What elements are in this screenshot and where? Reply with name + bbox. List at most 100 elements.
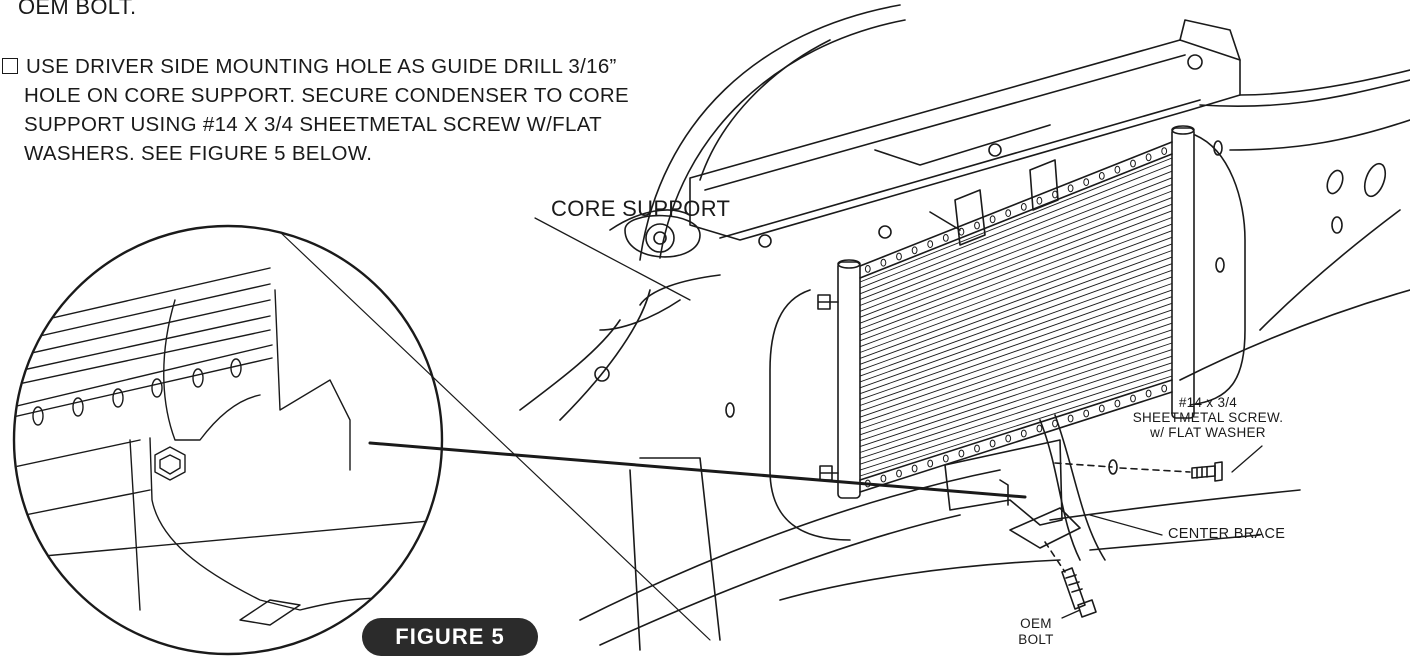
screw-label-line-2: SHEETMETAL SCREW. <box>1132 410 1284 425</box>
condenser-fin <box>859 263 1173 377</box>
condenser-fin <box>859 269 1173 383</box>
rail-hole <box>896 252 902 261</box>
condenser-fin <box>859 256 1173 371</box>
condenser-fin <box>859 223 1173 342</box>
condenser-fin <box>859 355 1173 459</box>
rail-hole <box>1130 394 1136 403</box>
rail-hole <box>989 215 996 224</box>
condenser-fin <box>859 183 1173 306</box>
rail-hole <box>974 444 980 453</box>
rail-hole <box>958 227 965 236</box>
rail-hole <box>927 240 934 249</box>
rail-hole <box>911 246 918 255</box>
condenser-fin <box>859 236 1173 353</box>
oem-bolt-icon <box>1061 567 1097 618</box>
condenser-core <box>817 125 1195 499</box>
condenser-fin <box>859 230 1173 348</box>
rail-hole <box>911 464 918 473</box>
condenser-fin <box>859 164 1173 289</box>
instruction-line-2: HOLE ON CORE SUPPORT. SECURE CONDENSER T… <box>24 84 629 107</box>
rail-hole <box>1114 399 1121 408</box>
condenser-fin <box>859 177 1173 301</box>
center-brace-label: CENTER BRACE <box>1168 526 1286 542</box>
rail-hole <box>958 449 965 458</box>
rail-hole <box>880 258 887 267</box>
rail-hole <box>1130 159 1136 168</box>
rail-hole <box>1005 209 1012 218</box>
rail-hole <box>1020 203 1027 211</box>
condenser-fin <box>859 210 1173 330</box>
rail-hole <box>942 454 949 463</box>
rail-hole <box>1083 178 1090 187</box>
instruction-line-1-text: USE DRIVER SIDE MOUNTING HOLE AS GUIDE D… <box>26 55 617 78</box>
condenser-fin <box>859 243 1173 359</box>
condenser-fin <box>859 322 1173 430</box>
rail-hole <box>974 221 980 230</box>
rail-hole <box>1098 172 1105 180</box>
condenser-fin <box>859 362 1173 465</box>
condenser-fin <box>859 289 1173 401</box>
center-brace <box>944 414 1106 561</box>
sheetmetal-screw-icon <box>1191 461 1223 482</box>
rail-hole <box>1161 384 1168 393</box>
condenser-fin <box>859 309 1173 418</box>
instruction-line-1: USE DRIVER SIDE MOUNTING HOLE AS GUIDE D… <box>0 52 616 81</box>
condenser-fin <box>859 250 1173 365</box>
condenser-fin <box>859 296 1173 406</box>
washer-icon <box>1108 459 1118 475</box>
core-support-label: CORE SUPPORT <box>551 196 731 221</box>
leader-lines <box>279 217 1263 641</box>
rail-hole <box>1067 414 1074 423</box>
rail-hole <box>927 459 934 468</box>
condenser-fin <box>859 342 1173 448</box>
condenser-fin <box>859 217 1173 336</box>
rail-hole <box>1114 165 1121 174</box>
rail-hole <box>864 265 871 273</box>
condenser-fin <box>859 197 1173 318</box>
condenser-fin <box>859 170 1173 295</box>
rail-hole <box>1036 424 1043 433</box>
instruction-line-4: WASHERS. SEE FIGURE 5 BELOW. <box>24 142 373 165</box>
detail-magnifier <box>12 224 444 656</box>
rail-hole <box>896 469 902 478</box>
condenser-fin <box>859 203 1173 324</box>
oem-bolt-line-1: OEM <box>1020 616 1052 631</box>
checkbox-icon[interactable] <box>2 58 18 74</box>
rail-hole <box>1161 147 1168 156</box>
condenser-fin <box>859 335 1173 442</box>
condenser-fin <box>859 329 1173 436</box>
previous-step-text-fragment: OEM BOLT. <box>18 0 137 19</box>
figure-badge: FIGURE 5 <box>362 618 538 656</box>
condenser-fin <box>859 157 1173 283</box>
rail-hole <box>1098 404 1105 413</box>
condenser-fin <box>859 316 1173 424</box>
rail-hole <box>1145 153 1152 162</box>
screw-label-line-1: #14 x 3/4 <box>1178 395 1238 410</box>
instruction-step: USE DRIVER SIDE MOUNTING HOLE AS GUIDE D… <box>0 52 629 168</box>
condenser-fin <box>859 368 1173 471</box>
condenser-fin <box>859 283 1173 395</box>
rail-hole <box>1020 429 1027 438</box>
oem-bolt-line-2: BOLT <box>1018 632 1054 647</box>
rail-hole <box>989 439 996 448</box>
rail-hole <box>1005 434 1012 443</box>
condenser-fin <box>859 375 1173 477</box>
hardware-explode-lines <box>1044 462 1191 573</box>
sheetmetal-screw-label: #14 x 3/4 SHEETMETAL SCREW. w/ FLAT WASH… <box>1128 395 1288 440</box>
vehicle-body-outline <box>519 4 1410 651</box>
instruction-line-3: SUPPORT USING #14 X 3/4 SHEETMETAL SCREW… <box>24 113 602 136</box>
detail-callout-line <box>368 441 1027 499</box>
condenser-fin <box>859 302 1173 412</box>
condenser-fin <box>859 190 1173 312</box>
rail-hole <box>1083 409 1090 418</box>
screw-label-line-3: w/ FLAT WASHER <box>1150 425 1266 440</box>
rail-hole <box>880 474 887 483</box>
rail-hole <box>1036 196 1043 205</box>
oem-bolt-label: OEM BOLT <box>1016 616 1056 648</box>
rail-hole <box>1145 389 1152 398</box>
condenser-fin <box>859 276 1173 389</box>
rail-hole <box>1067 184 1074 193</box>
condenser-fin <box>859 349 1173 453</box>
rail-hole <box>942 234 949 242</box>
